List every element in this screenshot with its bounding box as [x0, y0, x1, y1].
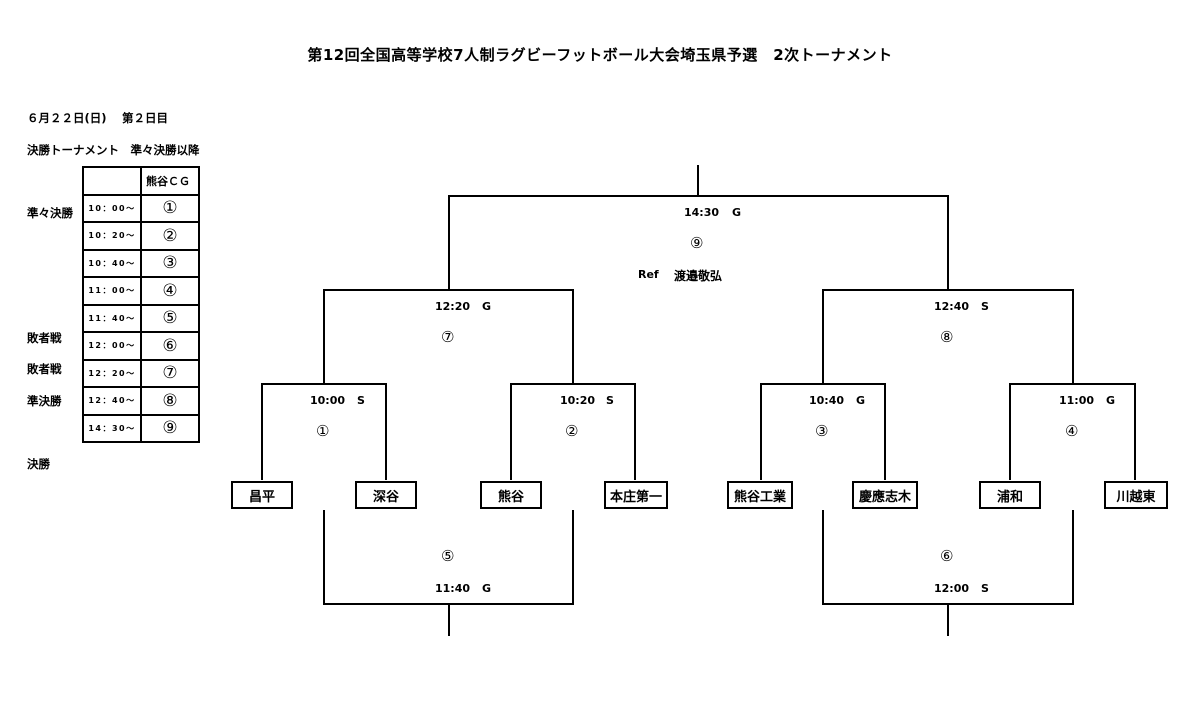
match-number-cell: ⑦ — [140, 358, 200, 388]
table-row: 10：40～ ③ — [82, 248, 200, 278]
referee-label: Ref — [638, 268, 659, 281]
match-field: G — [1106, 394, 1116, 407]
match-time: 12:20 — [435, 300, 471, 313]
section-subtitle: 決勝トーナメント 準々決勝以降 — [27, 143, 200, 157]
schedule-table: 熊谷ＣＧ 10：00～ ① 10：20～ ② 10：40～ ③ 11：00～ ④… — [82, 166, 200, 443]
match-time: 10:40 — [809, 394, 845, 407]
table-row: 11：00～ ④ — [82, 276, 200, 306]
match-number: ⑧ — [940, 328, 954, 346]
table-row: 11：40～ ⑤ — [82, 303, 200, 333]
time-cell: 10：20～ — [82, 221, 142, 251]
match-number: ⑤ — [441, 547, 455, 565]
match-field: S — [606, 394, 614, 407]
match-field: S — [981, 300, 989, 313]
row-label-quarterfinal: 準々決勝 — [27, 206, 73, 220]
date-line: ６月２２日(日) 第２日目 — [27, 111, 169, 125]
match-field: G — [482, 582, 492, 595]
match-time: 14:30 — [684, 206, 720, 219]
time-cell: 12：20～ — [82, 358, 142, 388]
match-field: S — [357, 394, 365, 407]
match-number: ⑥ — [940, 547, 954, 565]
team-box: 昌平 — [231, 481, 293, 509]
team-box: 深谷 — [355, 481, 417, 509]
row-label-final: 決勝 — [27, 457, 50, 471]
time-cell: 12：00～ — [82, 331, 142, 361]
team-box: 本庄第一 — [604, 481, 668, 509]
page-title: 第12回全国高等学校7人制ラグビーフットボール大会埼玉県予選 2次トーナメント — [307, 46, 893, 64]
table-row: 12：00～ ⑥ — [82, 331, 200, 361]
row-label-consolation-1: 敗者戦 — [27, 331, 62, 345]
time-cell: 14：30～ — [82, 413, 142, 443]
match-number: ② — [565, 422, 579, 440]
team-box: 熊谷 — [480, 481, 542, 509]
match-time: 12:40 — [934, 300, 970, 313]
match-time: 12:00 — [934, 582, 970, 595]
time-cell: 12：40～ — [82, 386, 142, 416]
match-number-cell: ⑥ — [140, 331, 200, 361]
match-number-cell: ⑨ — [140, 413, 200, 443]
table-row: 14：30～ ⑨ — [82, 413, 200, 443]
table-corner-cell — [82, 166, 142, 196]
venue-header: 熊谷ＣＧ — [140, 166, 200, 196]
time-cell: 10：40～ — [82, 248, 142, 278]
match-time: 11:00 — [1059, 394, 1095, 407]
match-number-cell: ③ — [140, 248, 200, 278]
match-time: 11:40 — [435, 582, 471, 595]
match-number: ③ — [815, 422, 829, 440]
match-number: ④ — [1065, 422, 1079, 440]
time-cell: 11：40～ — [82, 303, 142, 333]
row-label-semifinal: 準決勝 — [27, 394, 62, 408]
match-number-cell: ⑤ — [140, 303, 200, 333]
match-number: ① — [316, 422, 330, 440]
match-field: S — [981, 582, 989, 595]
team-box: 慶應志木 — [852, 481, 918, 509]
match-time: 10:20 — [560, 394, 596, 407]
match-number-cell: ④ — [140, 276, 200, 306]
match-number-cell: ① — [140, 193, 200, 223]
referee-name: 渡邉敬弘 — [674, 269, 723, 283]
team-box: 熊谷工業 — [727, 481, 793, 509]
match-field: G — [732, 206, 742, 219]
table-header-row: 熊谷ＣＧ — [82, 166, 200, 196]
team-box: 川越東 — [1104, 481, 1168, 509]
match-number: ⑨ — [690, 234, 704, 252]
row-label-consolation-2: 敗者戦 — [27, 362, 62, 376]
match-time: 10:00 — [310, 394, 346, 407]
match-number-cell: ⑧ — [140, 386, 200, 416]
match-field: G — [856, 394, 866, 407]
match-field: G — [482, 300, 492, 313]
team-box: 浦和 — [979, 481, 1041, 509]
table-row: 12：20～ ⑦ — [82, 358, 200, 388]
table-row: 12：40～ ⑧ — [82, 386, 200, 416]
time-cell: 11：00～ — [82, 276, 142, 306]
match-number: ⑦ — [441, 328, 455, 346]
table-row: 10：20～ ② — [82, 221, 200, 251]
